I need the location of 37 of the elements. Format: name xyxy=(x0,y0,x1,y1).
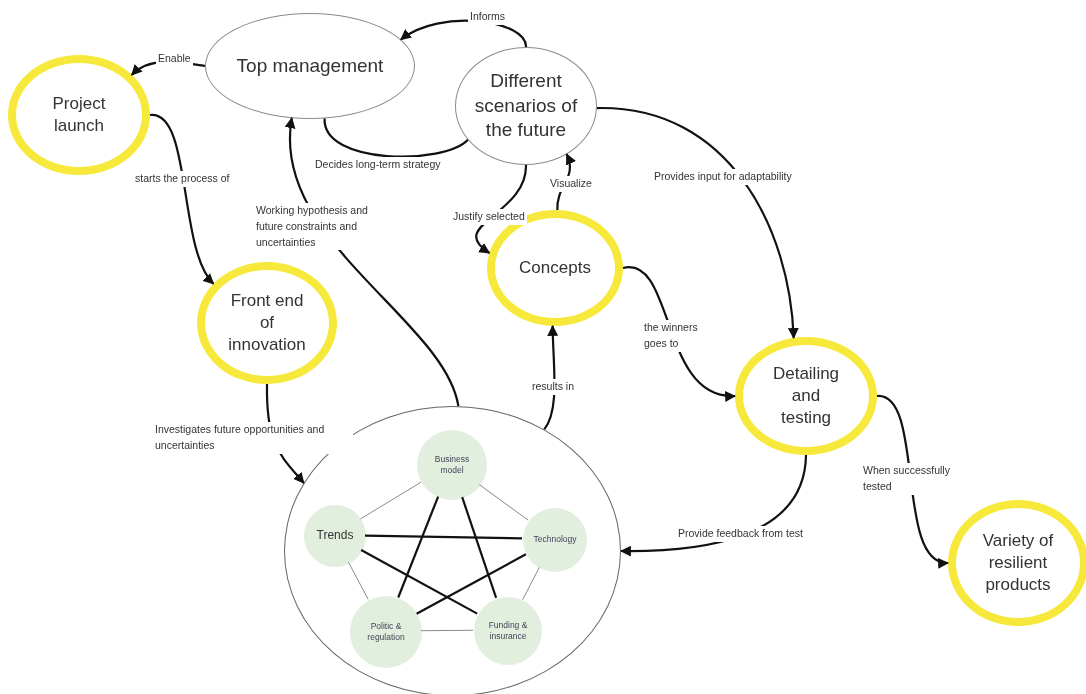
node-text: Business model xyxy=(433,453,471,477)
connector-line xyxy=(478,484,529,521)
node-text: Project launch xyxy=(51,92,107,137)
node-text: Top management xyxy=(236,53,384,78)
connector-line xyxy=(323,118,469,158)
node-text: Politic & regulation xyxy=(366,620,406,644)
connector-line xyxy=(360,548,478,615)
edge-label: Decides long-term strategy xyxy=(313,157,443,173)
arrow xyxy=(149,113,215,285)
edge-label: results in xyxy=(530,379,576,395)
factor-circle xyxy=(350,596,422,668)
edge-label: Enable xyxy=(156,51,193,67)
connector-line xyxy=(416,553,527,615)
node-text: Trends xyxy=(316,528,354,544)
connector-line xyxy=(364,534,523,540)
edge-label: Investigates future opportunities and uncertainties xyxy=(153,422,353,454)
connector-line xyxy=(348,561,369,600)
connector-line xyxy=(420,629,474,632)
node-text: Funding & insurance xyxy=(488,619,528,643)
arrow xyxy=(596,106,799,339)
edge-label: Justify selected xyxy=(451,209,527,225)
node-text: Variety of resilient products xyxy=(982,529,1054,597)
node-text: Concepts xyxy=(519,256,591,279)
connector-line xyxy=(522,566,540,601)
node-text: Technology xyxy=(533,534,577,546)
edge-label: Provides input for adaptability xyxy=(652,169,794,185)
connector-line xyxy=(360,481,422,520)
arrow xyxy=(543,324,559,430)
connector-line xyxy=(461,496,498,599)
node-text: Different scenarios of the future xyxy=(473,68,579,143)
node-text: Detailing and testing xyxy=(771,362,841,430)
edge-label: Provide feedback from test xyxy=(676,526,805,542)
node-text: Front end of innovation xyxy=(228,289,306,357)
edge-label: Visualize xyxy=(548,176,594,192)
connector-line xyxy=(397,496,440,598)
edge-label: Informs xyxy=(468,9,507,25)
edge-label: starts the process of xyxy=(133,171,232,187)
